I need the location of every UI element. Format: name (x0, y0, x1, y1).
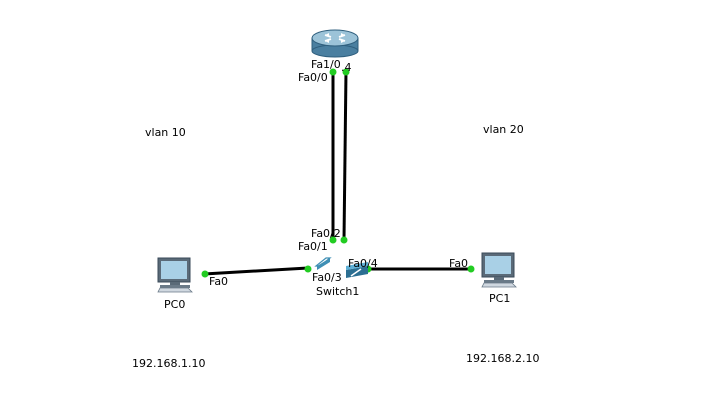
link-status-dot (329, 68, 337, 76)
pc1-port-label: Fa0 (449, 257, 469, 270)
link-status-dot (329, 236, 337, 244)
pc0-name-label: PC0 (164, 298, 186, 311)
switch-name-label: Switch1 (316, 285, 360, 298)
switch-port-label: Fa0/3 (312, 271, 342, 284)
link-status-dot (304, 265, 312, 273)
router-port-label: Fa0/0 (298, 71, 328, 84)
pc1-name-label: PC1 (489, 292, 511, 305)
vlan-20-note: vlan 20 (483, 123, 524, 136)
pc0-ip-note: 192.168.1.10 (132, 357, 206, 370)
switch-icon[interactable] (314, 257, 368, 278)
router-icon[interactable] (311, 29, 359, 58)
switch-port-label: Fa0/1 (298, 240, 328, 253)
link-router-switch-b[interactable] (342, 70, 348, 241)
router-port-label: .4 (341, 61, 352, 74)
pc0-computer-icon[interactable] (157, 257, 193, 293)
switch-port-label: Fa0/4 (348, 257, 378, 270)
vlan-10-note: vlan 10 (145, 126, 186, 139)
link-pc0-switch[interactable] (203, 266, 309, 276)
link-status-dot (467, 265, 475, 273)
pc1-ip-note: 192.168.2.10 (466, 352, 540, 365)
switch-port-label: Fa0/2 (311, 227, 341, 240)
link-status-dot (201, 270, 209, 278)
pc0-port-label: Fa0 (209, 275, 229, 288)
router-port-label: Fa1/0 (311, 58, 341, 71)
link-status-dot (342, 68, 350, 76)
pc1-computer-icon[interactable] (481, 252, 517, 288)
link-status-dot (340, 236, 348, 244)
